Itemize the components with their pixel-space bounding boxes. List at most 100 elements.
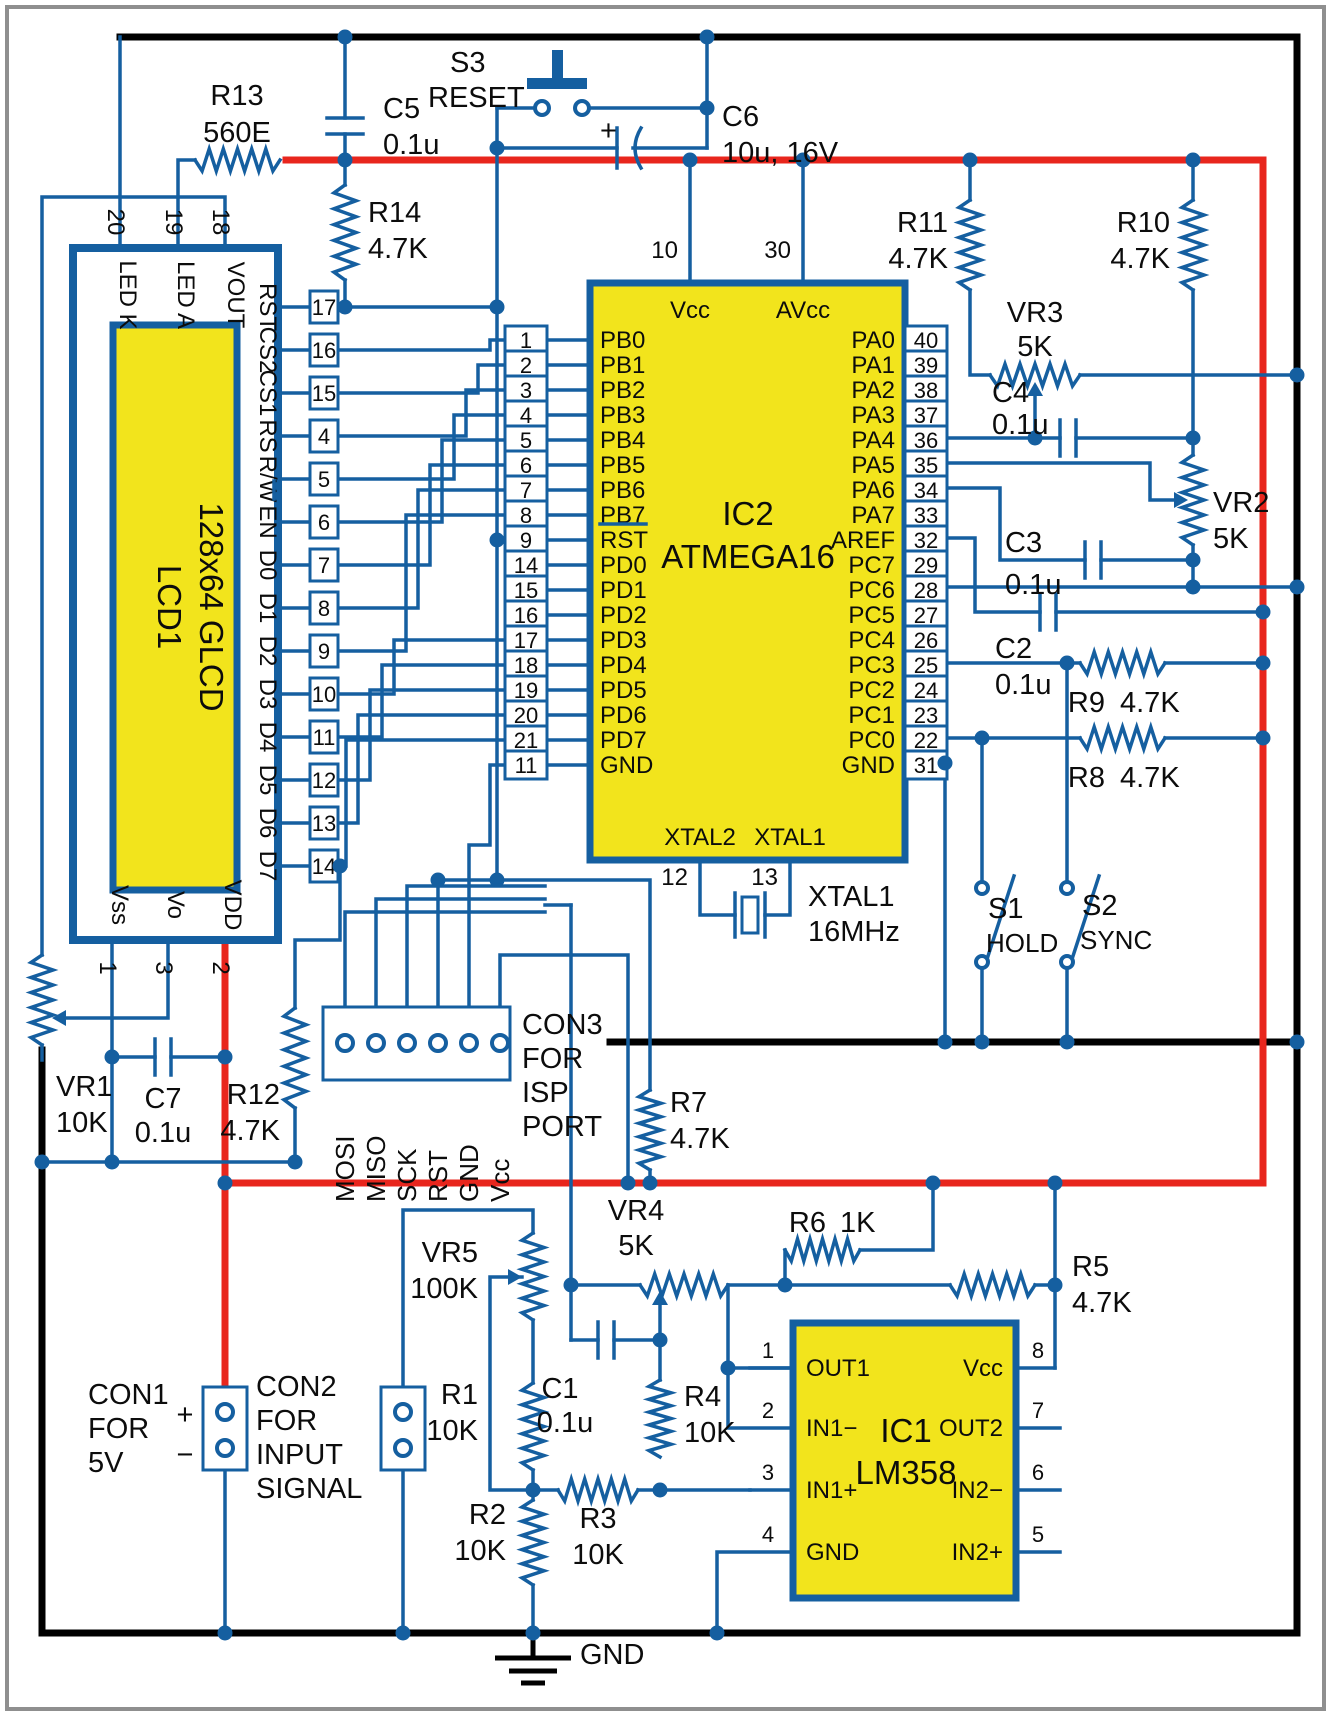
xtal-ref: XTAL1 [808,881,895,913]
r6-ref: R6 [789,1207,826,1239]
pin-number-box [503,399,549,431]
ic2-pin-num: 5 [520,428,532,453]
ic1-block: IC1 LM358 [789,1319,1020,1602]
ic1-ref: IC1 [880,1412,931,1449]
ic2-block: IC2 ATMEGA16 Vcc AVcc 10 30 XTAL2 XTAL1 … [586,237,909,891]
con1-label: FOR [88,1413,149,1445]
r10-value: 4.7K [1110,243,1170,275]
lcd-pin-num: 1 [94,961,121,974]
pin-number-box [308,590,340,626]
cap-c2 [1038,592,1058,632]
pin-number-box [503,674,549,706]
resistor-r3 [555,1472,641,1508]
pin-number-box [903,474,949,506]
crystal-xtal1 [733,891,767,939]
ic2-pin-name: PD1 [600,577,647,604]
ic2-pin-name: PB5 [600,452,645,479]
ic2-pin-name: PC1 [848,702,895,729]
ic2-pin-name: Vcc [670,297,710,324]
r11-value: 4.7K [888,243,948,275]
ic2-pin-num: 7 [520,478,532,503]
wire-junction [489,872,505,888]
wire-junction [287,1154,303,1170]
ic2-pin-name: PB6 [600,477,645,504]
wire-junction [395,1625,411,1641]
ic2-pin-num: 36 [914,428,938,453]
lcd-pin-name: Vss [106,885,133,925]
wire-junction [217,1049,233,1065]
ic2-pin-name: PB0 [600,327,645,354]
ic1-pin-name: OUT2 [939,1415,1003,1442]
con1-minus: − [177,1439,194,1471]
vr4-value: 5K [618,1230,654,1262]
c1-ref: C1 [541,1373,578,1405]
r1-ref: R1 [441,1379,478,1411]
r4-ref: R4 [684,1381,721,1413]
wire-junction [974,730,990,746]
resistor-r1 [516,1380,550,1473]
resistor-r5 [947,1268,1038,1302]
ic2-pin-num: 18 [514,653,538,678]
wire-junction [1027,430,1043,446]
cap-c1 [596,1320,616,1360]
wire-junction [1185,579,1201,595]
ic2-pin-name: PA7 [851,502,895,529]
ic2-pin-num: 20 [514,703,538,728]
lcd-pin-name: RS [254,419,281,452]
pin-number-box [503,449,549,481]
ic2-pin-num: 34 [914,478,938,503]
wire-junction [1059,1034,1075,1050]
wire-junction [337,29,353,45]
resistor-r2 [516,1497,550,1588]
r4-value: 10K [684,1417,736,1449]
lcd-pin-name: LED A [172,261,199,329]
pin-number-box [903,374,949,406]
ic2-pin-num: 28 [914,578,938,603]
switch-s3-reset [527,50,591,117]
lcd-pin-name: D7 [254,851,281,882]
ic2-pin-num: 14 [514,553,538,578]
wire-junction [1047,1277,1063,1293]
xtal-value: 16MHz [808,916,900,948]
pin-number-box [503,649,549,681]
lcd-pin-name: D2 [254,636,281,667]
ic2-pin-num: 31 [914,753,938,778]
r3-ref: R3 [579,1503,616,1535]
lcd-pin-num: 5 [318,467,330,492]
pin-number-box [503,724,549,756]
lcd-pin-num: 17 [312,295,336,320]
con3-pin-label: RST [423,1150,453,1202]
pot-vr1-body [25,952,59,1048]
ic2-pin-num: 8 [520,503,532,528]
wire-junction [332,858,348,874]
pot-vr3-body [987,358,1083,392]
con2-input-connector: CON2 FOR INPUT SIGNAL [256,1371,427,1505]
con1-plus: + [177,1399,194,1431]
wire-junction [337,299,353,315]
vr4-wiper-arrow [652,1291,668,1305]
wire-junction [1185,152,1201,168]
ic1-pin-num: 4 [762,1522,774,1547]
pin-number-box [308,461,340,497]
ic2-pin-name: PB4 [600,427,645,454]
ic2-pin-name: PC3 [848,652,895,679]
ic1-part: LM358 [856,1454,957,1491]
wire-junction [1059,655,1075,671]
ic2-pin-num: 35 [914,453,938,478]
lcd-pin-name: R/W [254,456,281,503]
s3-ref: S3 [450,47,485,79]
con3-label: ISP [522,1077,569,1109]
vr2-value: 5K [1213,523,1249,555]
ic2-pin-num: 4 [520,403,532,428]
pin-number-box [308,289,340,325]
r14-ref: R14 [368,197,421,229]
wires [40,35,1299,1658]
lcd-pin-name: VDD [219,880,246,931]
con3-pin-label: MOSI [330,1136,360,1202]
wire-junction [525,1482,541,1498]
con3-pin-label: Vcc [485,1159,515,1202]
vr3-wiper-arrow [1027,382,1043,396]
ic2-pin-name: XTAL1 [754,824,826,851]
